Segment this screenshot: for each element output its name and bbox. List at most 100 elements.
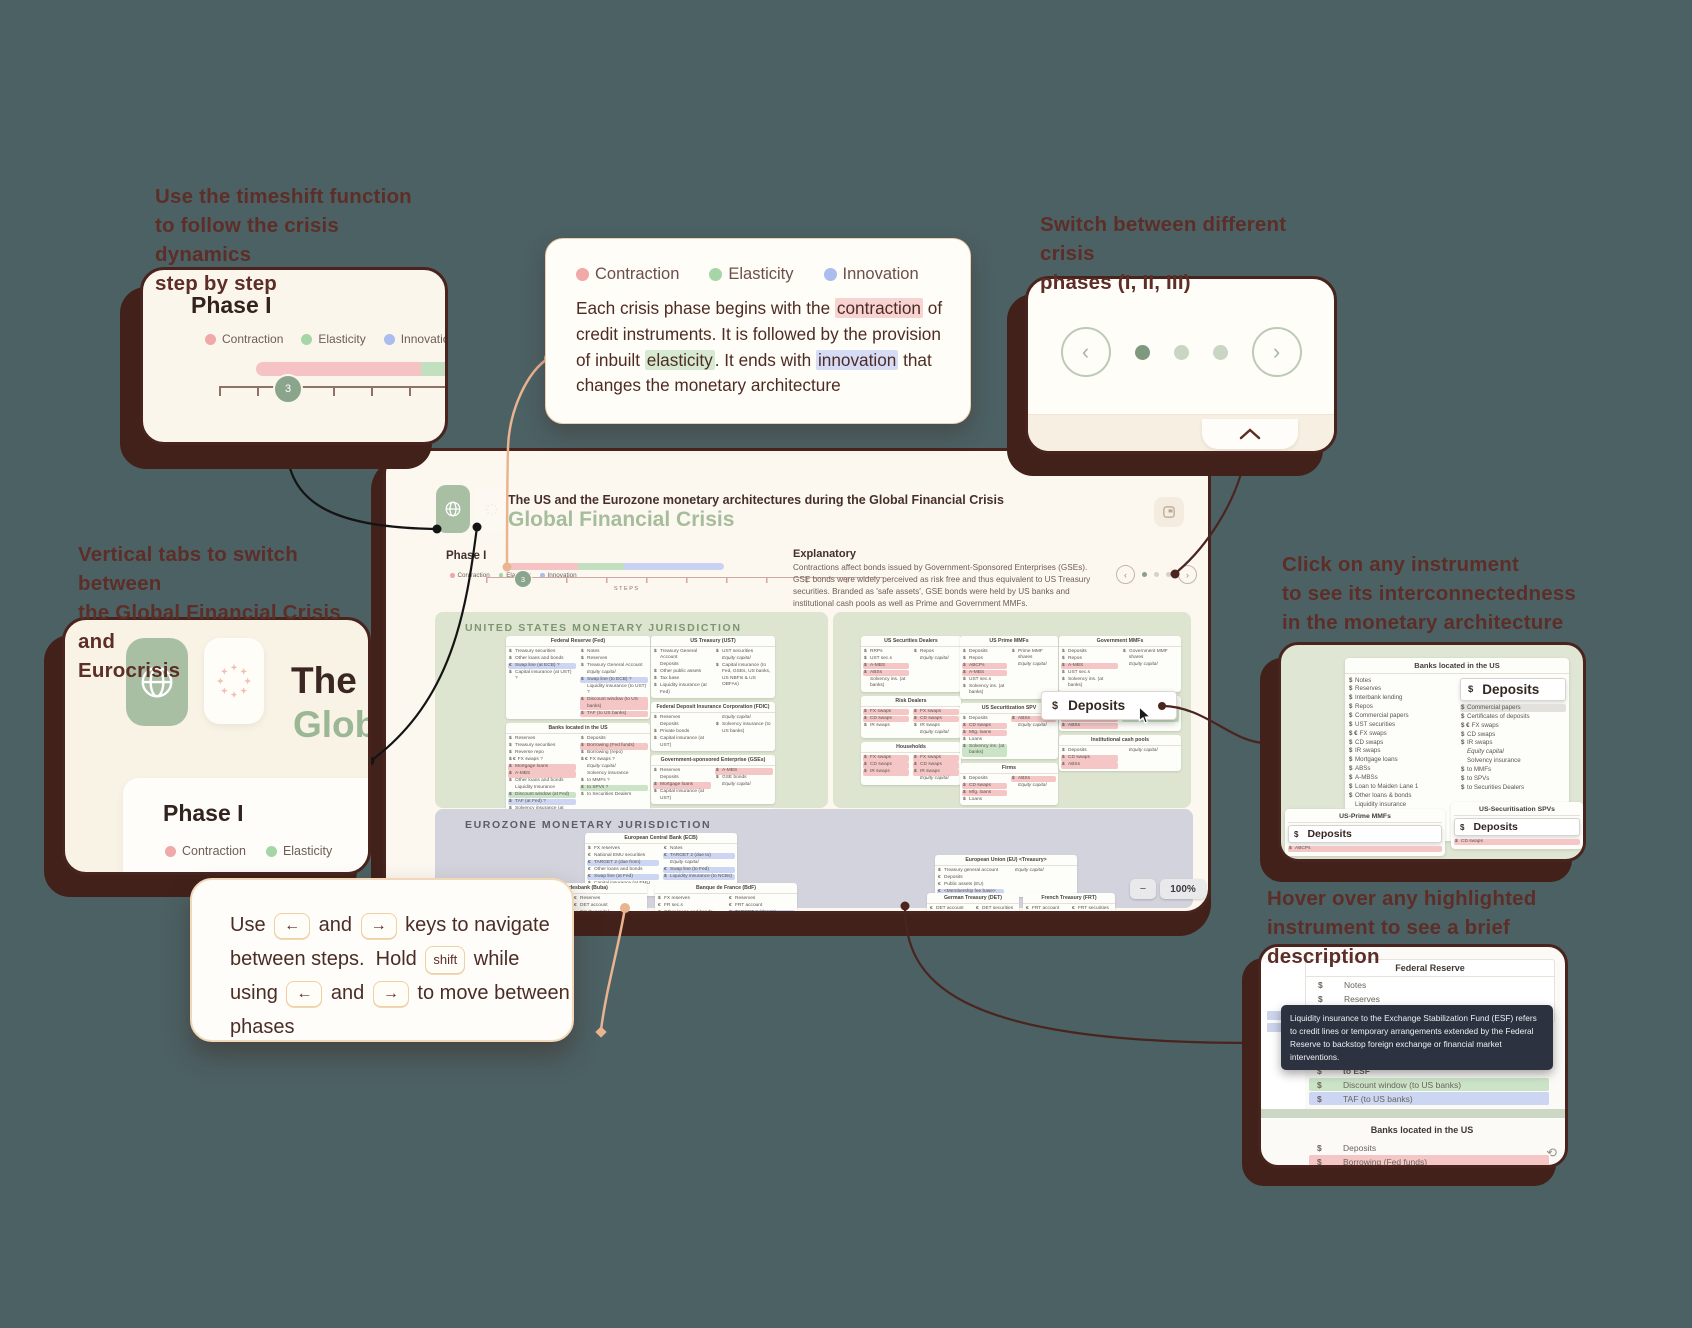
next-step-button[interactable]: › [1178,565,1197,584]
instrument-row[interactable]: €Public assets (EU) [938,881,984,887]
instrument-row[interactable]: €Swap line (to Fed) [663,866,735,874]
instrument-row[interactable]: Deposits [660,662,679,668]
instrument-row[interactable]: $CD swaps [1454,839,1580,846]
instrument-row[interactable]: $Other loans and bonds [509,778,564,783]
deposits-popup[interactable]: $ Deposits [1041,691,1177,720]
instrument-row[interactable]: $Notes [1349,676,1372,684]
instrument-row[interactable]: $Treasury general account [938,868,999,873]
instrument-row[interactable]: €Deposits [938,874,963,880]
instrument-row[interactable]: $Treasury General Account [581,662,643,668]
instrument-row[interactable]: €FRT account [729,902,763,908]
instrument-row[interactable]: Equity capital [587,764,616,770]
instrument-row[interactable]: Deposits [660,775,679,781]
instrument-row[interactable]: $Reserves [654,768,681,774]
instrument-row[interactable]: $Borrowing (Fed funds) [1309,1155,1549,1165]
instrument-row[interactable]: $Repos [1349,703,1373,711]
instrument-row[interactable]: Equity capital [1129,662,1158,668]
instrument-row[interactable]: $Tax base [654,676,680,682]
instrument-row[interactable]: $UST sec.s [1062,669,1091,675]
instrument-row[interactable]: $UST securities [716,649,754,654]
institution-box[interactable]: US Prime MMFs$Deposits$Repos$ABCPs$A-MBS… [960,636,1058,699]
instrument-row[interactable]: $IR swaps [913,769,959,776]
instrument-row[interactable]: Equity capital [1467,748,1504,756]
instrument-row[interactable]: $IR swaps [1461,739,1493,747]
instrument-row[interactable]: $Capital insurance (at UST) [654,736,704,748]
instrument-row[interactable]: $Discount window (to US banks) [580,697,648,711]
instrument-row[interactable]: $UST sec.s [963,676,992,682]
instrument-row[interactable]: $TAF (to US banks) [580,710,648,718]
institution-box[interactable]: European Union (EU) <Treasury>$Treasury … [935,855,1077,898]
instrument-row[interactable]: $Liquidity insurance (at Fed) [654,683,707,695]
instrument-row[interactable]: €at BdF [1025,913,1067,914]
instrument-row[interactable]: $FX swaps [863,708,909,716]
instrument-row[interactable]: $Treasury securities [509,743,556,749]
next-phase-button[interactable]: › [1251,327,1302,377]
zoom-in-button[interactable]: + [1210,879,1211,899]
instrument-row[interactable]: $Private bonds [654,729,690,735]
instrument-row[interactable]: $Other loans & bonds [1349,791,1412,799]
instrument-row[interactable]: $Capital insurance (at UST) [654,789,704,801]
institution-box[interactable]: German Treasury (DET)€DET account€at Bub… [927,893,1019,914]
instrument-row[interactable]: $Deposits [1317,1142,1377,1153]
instrument-row[interactable]: €DET account [930,906,964,911]
instrument-row[interactable]: $Reserves [509,736,536,742]
instrument-row[interactable]: $A-MBS [962,669,1007,677]
instrument-row[interactable]: $Loans [963,736,983,742]
instrument-row[interactable]: $CD swaps [962,782,1007,790]
institution-box[interactable]: Institutional cash pools$Deposits$CD swa… [1059,735,1181,771]
instrument-row[interactable]: Equity capital [580,909,609,914]
instrument-row[interactable]: $ €FX swaps ? [581,757,615,763]
steps-axis[interactable] [486,577,884,583]
instrument-row[interactable]: $FX swaps [913,708,959,716]
instrument-row[interactable]: Equity capital [587,669,616,675]
instrument-row[interactable]: €Reserves [729,896,756,901]
instrument-row[interactable]: $Treasury securities [509,649,556,654]
instrument-row[interactable]: Equity capital [920,655,949,661]
instrument-row[interactable]: $Reserves [1318,993,1380,1004]
instrument-row[interactable]: €National EMU securities [588,852,646,858]
tab-eurocrisis[interactable] [204,638,264,724]
instrument-row[interactable]: $A-MBS [863,662,909,670]
instrument-row[interactable]: $Deposits [581,736,606,742]
instrument-row[interactable]: $Capital insurance (at UST) ? [509,669,572,682]
institution-box[interactable]: French Treasury (FRT)€FRT account€at BdF… [1023,893,1115,914]
instrument-row[interactable]: $Government MMF shares [1123,649,1168,661]
instrument-row[interactable]: $ €FX swaps [1349,729,1387,737]
instrument-row[interactable]: €FRT securities [1072,906,1109,911]
instrument-row[interactable]: $Loan to Maiden Lane 1 [1349,782,1419,790]
instrument-row[interactable]: $Mortgage loans [653,782,711,789]
instrument-row[interactable]: $CD swaps [913,762,959,769]
prev-phase-button[interactable]: ‹ [1060,327,1111,377]
instrument-row[interactable]: $IR swaps [1349,747,1381,755]
instrument-row[interactable]: €TARGET 2 (due to) [663,852,735,860]
tab-eurocrisis[interactable] [476,487,507,531]
instrument-row[interactable]: $Mortgage loans [508,764,576,771]
instrument-row[interactable]: $Deposits [963,649,988,654]
instrument-row[interactable]: Equity capital [1129,748,1158,754]
instrument-row[interactable]: $Borrowing (Fed funds) [580,743,648,750]
instrument-row[interactable]: $Discount window (to US banks) [1309,1078,1549,1091]
instrument-row[interactable]: $ABSs [863,669,909,677]
instrument-row[interactable]: $Solvency ins. (at banks) [963,683,1005,696]
instrument-row[interactable]: $ €FX swaps ? [509,757,543,763]
institution-box[interactable]: Government MMFs$Deposits$Repos$A-MBS$UST… [1059,636,1181,692]
instrument-row[interactable]: $Mortgage loans [1349,756,1398,764]
instrument-row[interactable]: $to SPVs [1461,774,1490,782]
instrument-row[interactable]: $Repos [914,649,934,654]
step-dot-active[interactable] [1142,572,1147,577]
phase-dot-active[interactable] [1134,344,1150,360]
instrument-row[interactable]: $Solvency insurance (to US banks) [716,722,771,734]
instrument-row[interactable]: $FX reserves [588,846,620,851]
instrument-row[interactable]: $CD swaps [1061,755,1118,762]
deposits-badge[interactable]: $ Deposits [1460,678,1566,701]
instrument-row[interactable]: $to Securities Dealers [581,791,632,797]
instrument-row[interactable]: $to Securities Dealers [1461,783,1525,791]
instrument-row[interactable]: $Borrowing (repo) [581,750,623,756]
instrument-row[interactable]: €Reserves [574,896,601,901]
instrument-row[interactable]: €at Buba [929,913,971,914]
instrument-row[interactable]: $Treasury General Account [654,649,698,661]
deposits-badge[interactable]: $ Deposits [1288,825,1442,843]
phase-dot[interactable] [1173,344,1189,360]
phase-dot[interactable] [1212,344,1228,360]
institution-box[interactable]: Risk Dealers$FX swaps$CD swaps$IR swaps$… [861,695,961,739]
